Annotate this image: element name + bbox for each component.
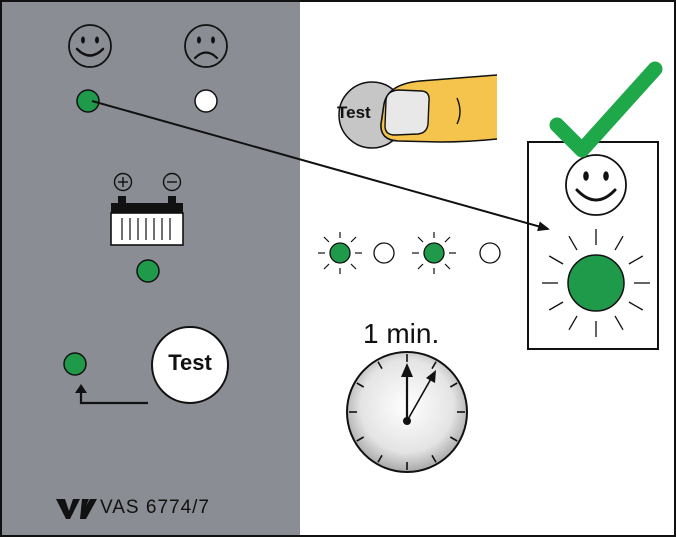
finger-pressing-test-icon	[338, 74, 498, 149]
clock-tick	[449, 382, 458, 388]
happy-face-icon	[68, 24, 112, 68]
glow-ray	[628, 301, 644, 311]
minus-terminal-icon	[162, 172, 182, 192]
clock-tick	[356, 382, 365, 388]
blinking-led-icon	[318, 232, 362, 274]
device-model-label: VAS 6774/7	[100, 497, 211, 518]
glow-ray	[568, 235, 578, 251]
blink-sequence	[318, 232, 501, 274]
test-led	[63, 352, 87, 376]
clock-icon	[346, 351, 468, 473]
status-led-off	[194, 89, 218, 113]
duration-label: 1 min.	[363, 318, 440, 349]
battery-led	[136, 259, 160, 283]
glow-ray	[614, 315, 624, 331]
checkmark-icon	[549, 61, 663, 158]
vw-logo	[56, 499, 97, 519]
off-led-icon	[479, 242, 501, 264]
test-button[interactable]	[151, 326, 229, 404]
return-arrow-icon	[75, 384, 148, 405]
glow-ray	[614, 235, 624, 251]
plus-terminal-icon	[113, 172, 133, 192]
glow-ray	[548, 255, 564, 265]
blinking-led-icon	[412, 232, 456, 274]
clock-tick	[431, 361, 437, 370]
clock-tick	[431, 454, 437, 463]
finger-test-label: Test	[337, 103, 371, 122]
result-arrow	[91, 100, 550, 232]
off-led-icon	[373, 242, 395, 264]
glow-ray	[628, 255, 644, 265]
glowing-green-led	[542, 229, 650, 337]
clock-tick	[449, 436, 458, 442]
clock-tick	[377, 454, 383, 463]
clock-tick	[356, 436, 365, 442]
status-led-green	[76, 89, 100, 113]
happy-face-icon	[565, 154, 627, 216]
glow-ray	[548, 301, 564, 311]
test-button-label: Test	[168, 350, 212, 375]
clock-tick	[377, 361, 383, 370]
sad-face-icon	[184, 24, 228, 68]
battery-icon	[110, 172, 184, 246]
glow-ray	[568, 315, 578, 331]
